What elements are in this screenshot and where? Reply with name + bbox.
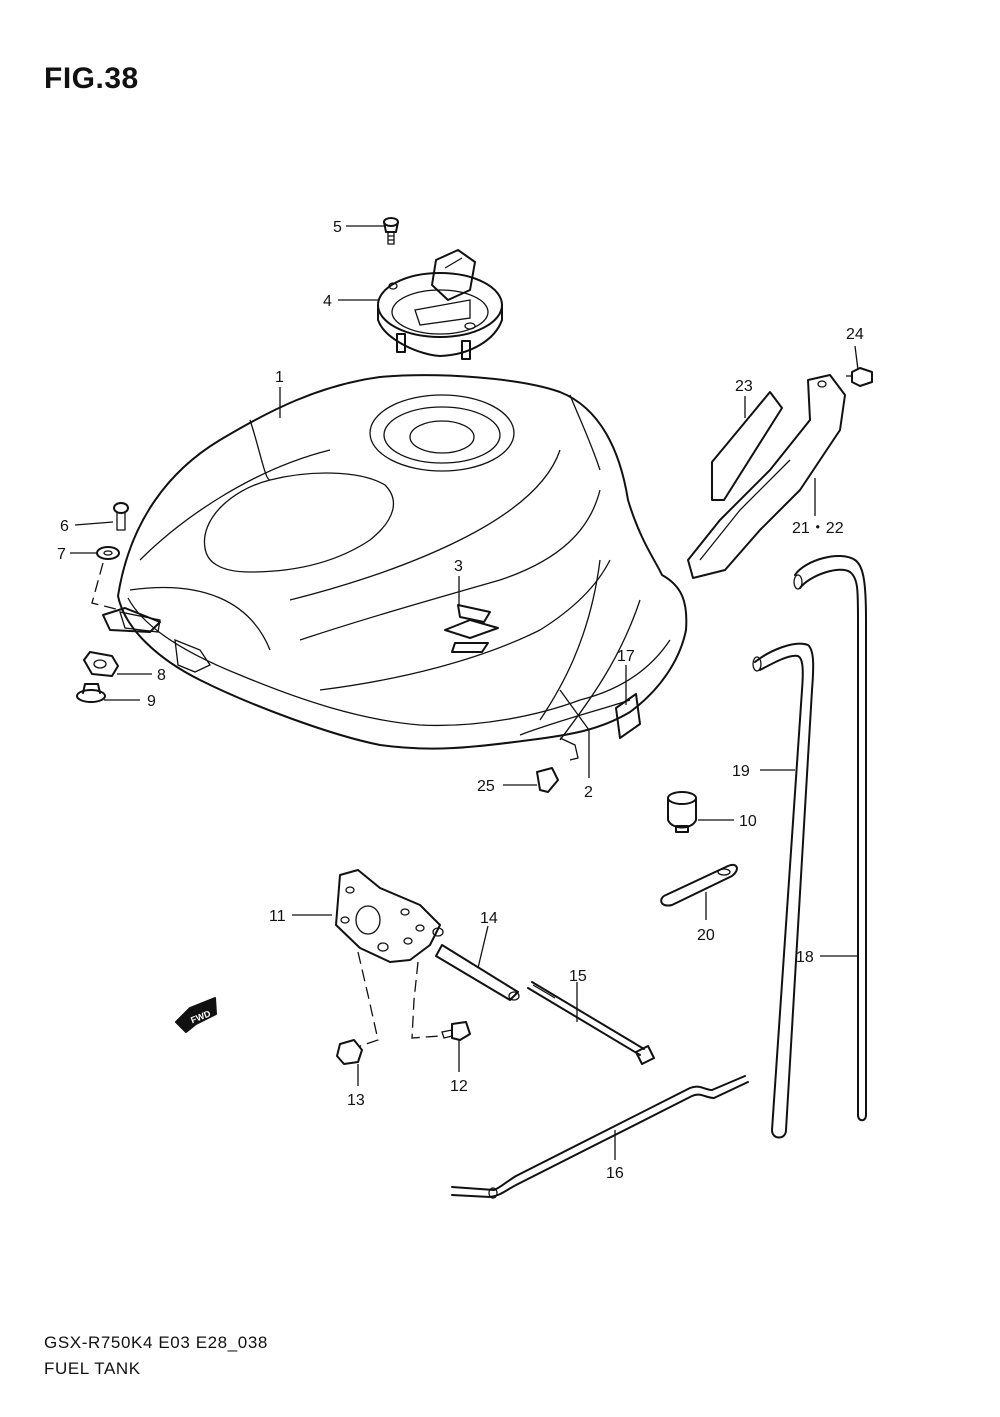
assembly-name: FUEL TANK: [44, 1359, 141, 1378]
fuel-tank: [117, 374, 688, 761]
fwd-arrow: FWD: [175, 997, 217, 1033]
rear-bracket-assembly: [335, 869, 655, 1065]
callout-5: 5: [333, 219, 342, 236]
front-mount-fasteners: [76, 502, 161, 703]
callout-17: 17: [617, 648, 635, 665]
damper-and-clamp: [660, 791, 738, 907]
callout-25: 25: [477, 778, 495, 795]
callout-10: 10: [739, 813, 757, 830]
callout-14: 14: [480, 910, 498, 927]
callout-7: 7: [57, 546, 66, 563]
callout-2: 2: [584, 784, 593, 801]
callout-12: 12: [450, 1078, 468, 1095]
callout-16: 16: [606, 1165, 624, 1182]
support-rod: [451, 1075, 749, 1199]
callout-15: 15: [569, 968, 587, 985]
callout-6: 6: [60, 518, 69, 535]
suzuki-emblem-upper: [457, 604, 491, 623]
callout-numbers: 5 4 1 6 7 8 9 3 17 2 25 24 23 21・22 19 1…: [57, 219, 864, 1182]
callout-13: 13: [347, 1092, 365, 1109]
callout-19: 19: [732, 763, 750, 780]
callout-11: 11: [269, 908, 286, 925]
callout-21-22: 21・22: [792, 520, 844, 537]
callout-18: 18: [796, 949, 814, 966]
leader-lines: [70, 225, 859, 1160]
fuel-cap-assembly: [377, 217, 503, 360]
caution-label-17: [615, 693, 641, 739]
model-code: GSX-R750K4 E03 E28_038: [44, 1333, 268, 1352]
callout-24: 24: [846, 326, 864, 343]
figure-title: FIG.38: [44, 62, 139, 95]
fuel-hoses: [752, 555, 867, 1139]
callout-4: 4: [323, 293, 332, 310]
suzuki-emblem-lower: [451, 642, 489, 653]
callout-1: 1: [275, 369, 284, 386]
side-cover-parts: [687, 367, 873, 579]
callout-3: 3: [454, 558, 463, 575]
callout-9: 9: [147, 693, 156, 710]
callout-23: 23: [735, 378, 753, 395]
suzuki-emblem-middle: [444, 619, 499, 639]
callout-20: 20: [697, 927, 715, 944]
callout-8: 8: [157, 667, 166, 684]
